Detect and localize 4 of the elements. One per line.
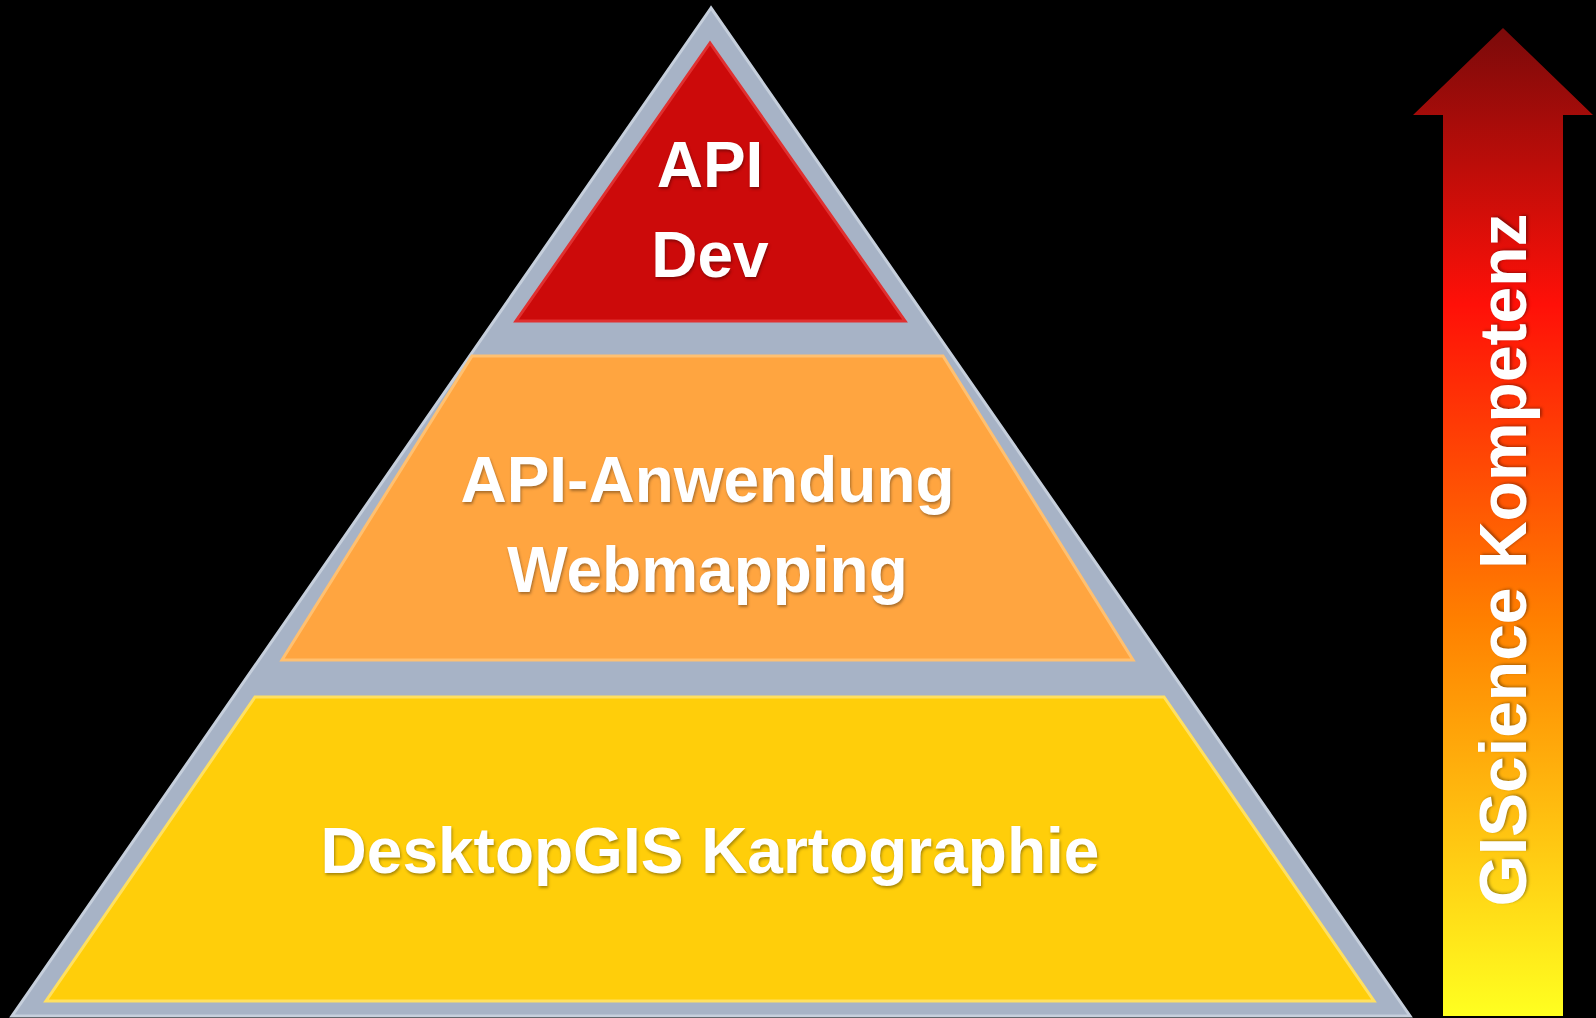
tier-label: API-Anwendung Webmapping bbox=[459, 443, 956, 608]
tier-label: DesktopGIS Kartographie bbox=[319, 814, 1101, 889]
tier-label: API Dev bbox=[650, 128, 770, 293]
axis-label: GIScience Kompetenz bbox=[1465, 213, 1541, 907]
